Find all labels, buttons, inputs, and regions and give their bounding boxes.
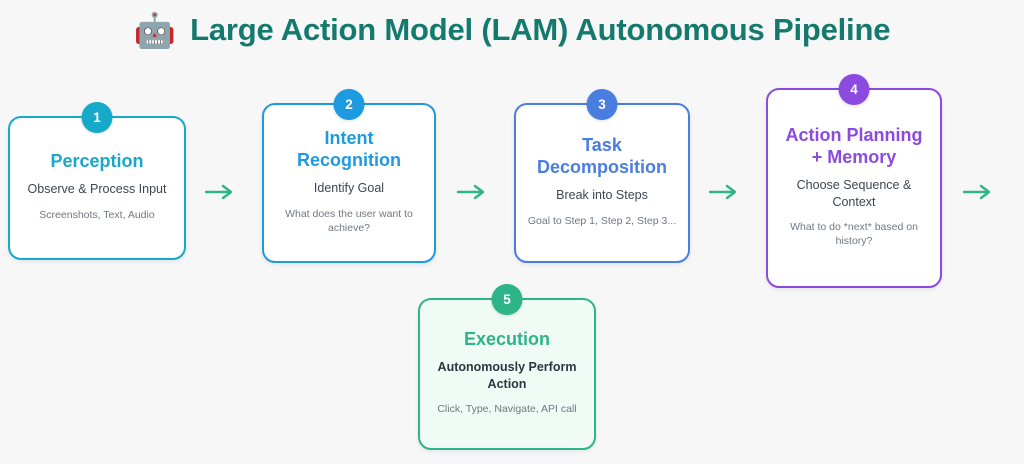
pipeline-step-card-execution[interactable]: 5 Execution Autonomously Perform Action … [418,284,596,450]
arrow-right-icon-4 [962,182,996,202]
step-subtitle-2: Identify Goal [313,181,385,196]
pipeline-step-card-perception[interactable]: 1 Perception Observe & Process Input Scr… [8,102,186,260]
pipeline-step-card-action-planning-memory[interactable]: 4 Action Planning + Memory Choose Sequen… [766,74,942,288]
step-detail-2: What does the user want to achieve? [285,207,413,234]
pipeline-step-card-intent-recognition[interactable]: 2 Intent Recognition Identify Goal What … [262,89,436,263]
step-title-3: Task Decomposition [536,135,667,178]
step-badge-1: 1 [81,102,113,133]
robot-icon: 🤖 [133,12,177,50]
arrow-right-icon-2 [456,182,490,202]
step-detail-3: Goal to Step 1, Step 2, Step 3... [527,214,677,227]
page-title: 🤖 Large Action Model (LAM) Autonomous Pi… [0,12,1024,48]
step-badge-4: 4 [838,74,870,105]
step-badge-5: 5 [491,284,523,315]
step-detail-5: Click, Type, Navigate, API call [437,403,577,416]
arrow-right-icon-3 [708,182,742,202]
step-subtitle-3: Break into Steps [556,188,648,203]
step-subtitle-5: Autonomously Perform Action [437,359,577,391]
page-title-text: Large Action Model (LAM) Autonomous Pipe… [190,12,891,47]
pipeline-step-card-task-decomposition[interactable]: 3 Task Decomposition Break into Steps Go… [514,89,690,263]
step-title-4: Action Planning + Memory [785,124,923,167]
step-subtitle-1: Observe & Process Input [27,182,167,197]
step-badge-2: 2 [333,89,365,120]
step-title-2: Intent Recognition [297,128,401,171]
step-detail-1: Screenshots, Text, Audio [39,208,155,221]
step-subtitle-4: Choose Sequence & Context [796,177,912,209]
step-title-1: Perception [50,151,144,172]
arrow-right-icon-1 [204,182,238,202]
step-detail-4: What to do *next* based on history? [790,221,918,248]
step-badge-3: 3 [586,89,618,120]
step-title-5: Execution [463,328,551,349]
